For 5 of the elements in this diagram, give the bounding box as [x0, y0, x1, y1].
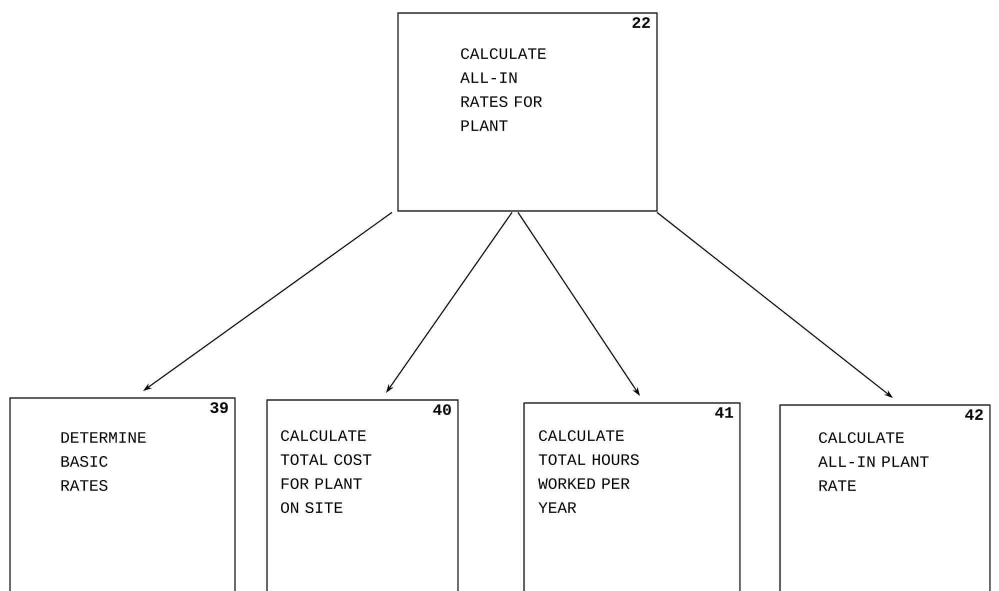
process-box: 42 CALCULATE ALL-IN PLANT RATE	[779, 404, 991, 591]
process-box: 39 DETERMINE BASIC RATES	[9, 397, 236, 591]
process-box: 22 CALCULATE ALL-IN RATES FOR PLANT	[397, 12, 658, 212]
process-box: 41 CALCULATE TOTAL HOURS WORKED PER YEAR	[523, 402, 741, 591]
process-box: 40 CALCULATE TOTAL COST FOR PLANT ON SITE	[266, 399, 459, 591]
